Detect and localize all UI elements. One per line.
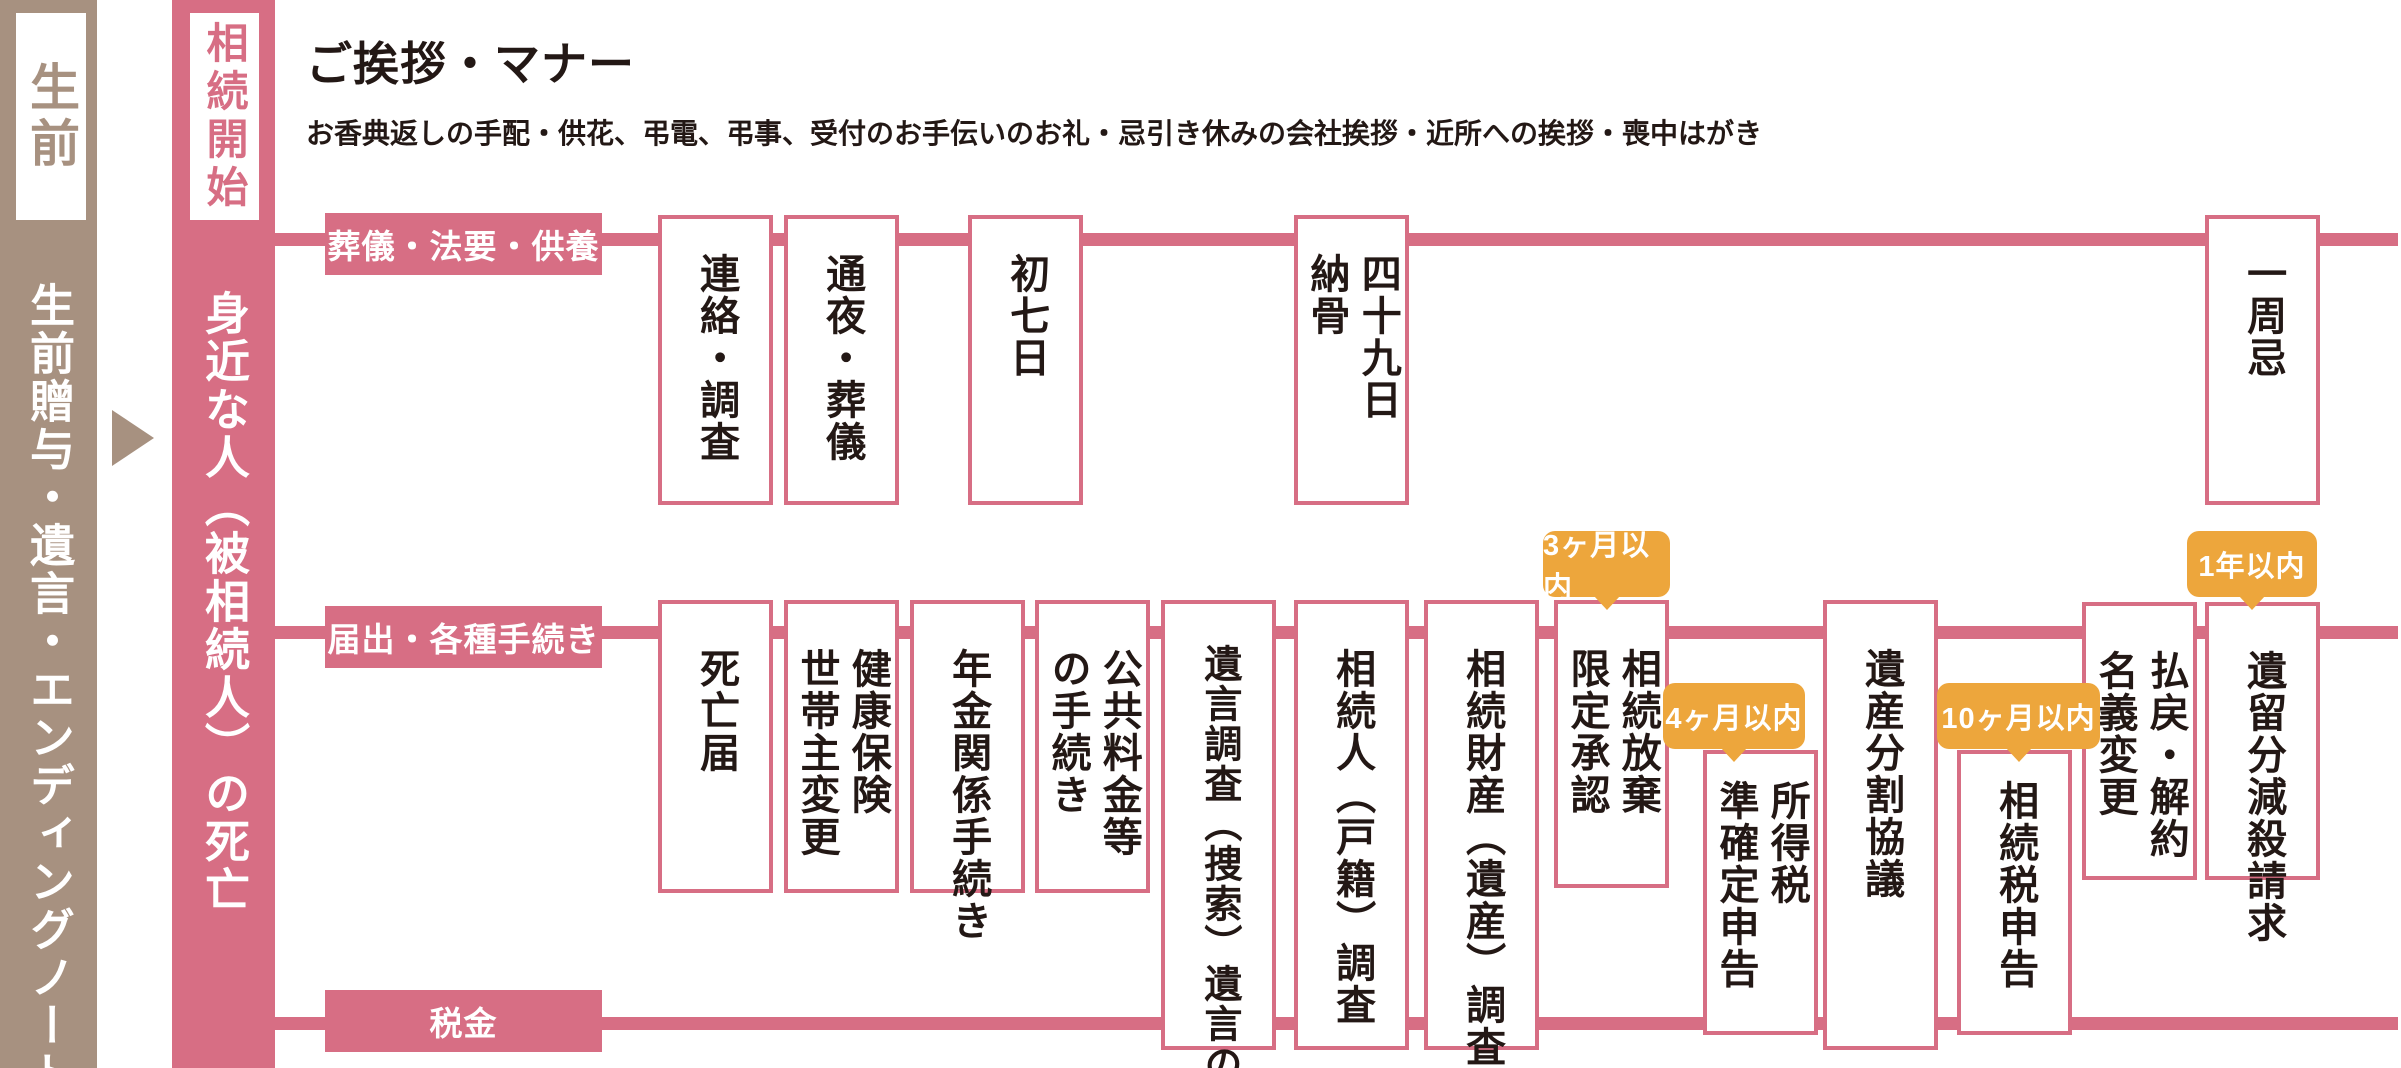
process-box: 遺留分減殺請求	[2205, 602, 2320, 944]
arrow-right-icon	[112, 410, 154, 466]
process-box: 健康保険 世帯主変更	[784, 600, 899, 893]
process-box-text: 相続税申告	[1993, 780, 2038, 990]
process-box-text: 相続人（戸籍）調査	[1330, 648, 1375, 1026]
process-box: 年金関係手続き	[910, 600, 1025, 942]
row-label: 届出・各種手続き	[325, 606, 602, 668]
process-box: 相続財産（遺産）調査	[1424, 600, 1539, 1068]
greeting-title: ご挨拶・マナー	[306, 38, 635, 90]
greeting-subtitle: お香典返しの手配・供花、弔電、弔事、受付のお手伝いのお礼・忌引き休みの会社挨拶・…	[306, 118, 1763, 149]
process-box-text: 死亡届	[694, 648, 739, 774]
process-box: 遺言調査（捜索）遺言の検認	[1161, 600, 1276, 1068]
process-box-text: 年金関係手続き	[946, 648, 991, 942]
process-box-text: 連絡・調査	[694, 253, 739, 463]
process-box: 相続人（戸籍）調査	[1294, 600, 1409, 1050]
process-box-text: 公共料金等 の手続き	[1045, 648, 1141, 858]
process-box-text: 遺留分減殺請求	[2241, 650, 2286, 944]
process-box: 死亡届	[658, 600, 773, 893]
inheritance-start-label: 身近な人（被相続人）の死亡	[198, 290, 249, 914]
process-box-text: 遺産分割協議	[1859, 648, 1904, 900]
deadline-badge: 3ヶ月以内	[1543, 530, 1670, 604]
row-label: 税金	[325, 990, 602, 1052]
process-box-text: 所得税 準確定申告	[1713, 780, 1809, 990]
before-death-header-label: 生前	[23, 60, 79, 173]
deadline-badge: 10ヶ月以内	[1937, 683, 2100, 749]
process-box: 通夜・葬儀	[784, 215, 899, 505]
process-box: 公共料金等 の手続き	[1035, 600, 1150, 893]
process-box-text: 四十九日 納骨	[1304, 253, 1400, 421]
inheritance-start-header-label: 相続開始	[201, 20, 248, 213]
process-box-text: 相続放棄 限定承認	[1564, 648, 1660, 816]
process-box-text: 健康保険 世帯主変更	[794, 648, 890, 858]
process-box: 一周忌	[2205, 215, 2320, 505]
process-box-text: 遺言調査（捜索）遺言の検認	[1197, 644, 1240, 1068]
process-box: 連絡・調査	[658, 215, 773, 505]
process-box-text: 初七日	[1004, 253, 1049, 379]
before-death-header: 生前	[16, 13, 86, 220]
process-box: 初七日	[968, 215, 1083, 505]
process-box: 相続税申告	[1957, 750, 2072, 1035]
process-box-text: 通夜・葬儀	[820, 253, 865, 463]
process-box-text: 相続財産（遺産）調査	[1460, 648, 1505, 1068]
process-box-text: 払戻・解約 名義変更	[2092, 650, 2188, 860]
process-box: 相続放棄 限定承認	[1554, 600, 1669, 888]
inheritance-start-header: 相続開始	[190, 13, 259, 220]
row-label: 葬儀・法要・供養	[325, 213, 602, 275]
process-box: 所得税 準確定申告	[1703, 750, 1818, 1035]
process-box-text: 一周忌	[2241, 253, 2286, 379]
process-box: 遺産分割協議	[1823, 600, 1938, 1050]
deadline-badge: 1年以内	[2187, 531, 2317, 597]
process-box: 四十九日 納骨	[1294, 215, 1409, 505]
deadline-badge: 4ヶ月以内	[1663, 683, 1805, 749]
before-death-label: 生前贈与・遺言・エンディングノート	[23, 282, 74, 1068]
